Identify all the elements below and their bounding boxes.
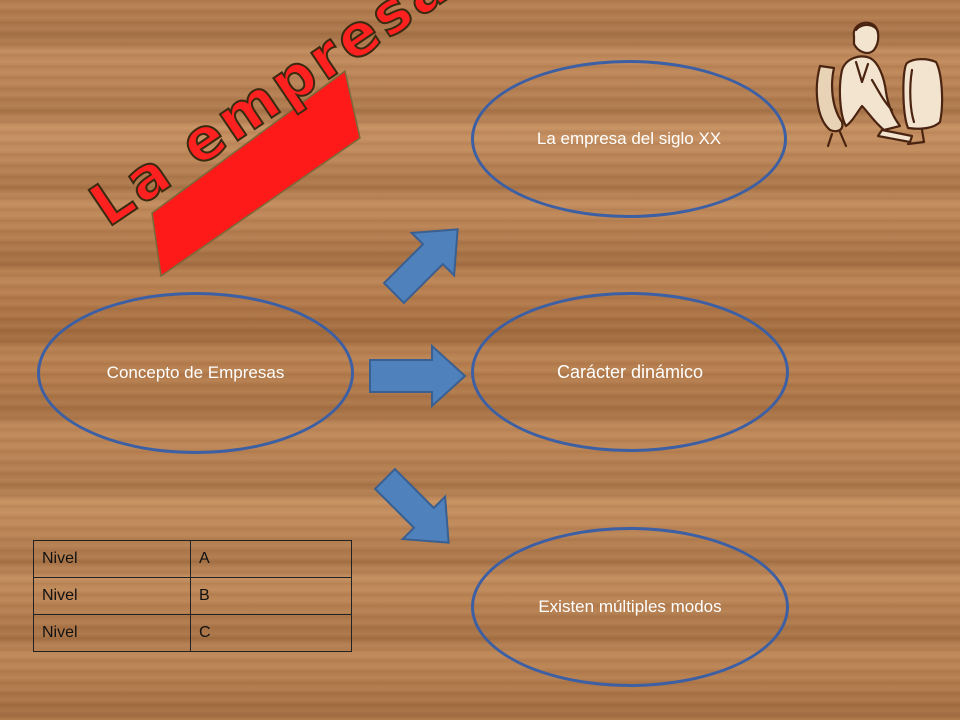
arrow-down-right xyxy=(373,467,450,544)
node-empresa-siglo-xx: La empresa del siglo XX xyxy=(471,60,787,218)
table-row: Nivel C xyxy=(33,614,352,652)
table-row: Nivel A xyxy=(33,540,352,578)
node-caracter-dinamico: Carácter dinámico xyxy=(471,292,789,452)
table-cell-label: Nivel xyxy=(33,577,191,615)
table-cell-label: Nivel xyxy=(33,540,191,578)
node-modos-label: Existen múltiples modos xyxy=(538,597,722,616)
arrow-right xyxy=(369,343,467,409)
person-at-computer-icon xyxy=(815,21,944,148)
node-siglo-label: La empresa del siglo XX xyxy=(536,129,722,148)
node-multiples-modos: Existen múltiples modos xyxy=(471,527,789,687)
node-concepto-empresas: Concepto de Empresas xyxy=(37,292,354,454)
arrow-up-right xyxy=(382,228,459,305)
nivel-table: Nivel A Nivel B Nivel C xyxy=(33,540,352,652)
table-cell-value: C xyxy=(190,614,352,652)
node-caracter-label: Carácter dinámico xyxy=(556,362,704,382)
table-cell-value: A xyxy=(190,540,352,578)
table-cell-label: Nivel xyxy=(33,614,191,652)
node-concepto-label: Concepto de Empresas xyxy=(106,363,285,382)
table-cell-value: B xyxy=(190,577,352,615)
title-banner-shape xyxy=(151,69,361,278)
table-row: Nivel B xyxy=(33,577,352,615)
